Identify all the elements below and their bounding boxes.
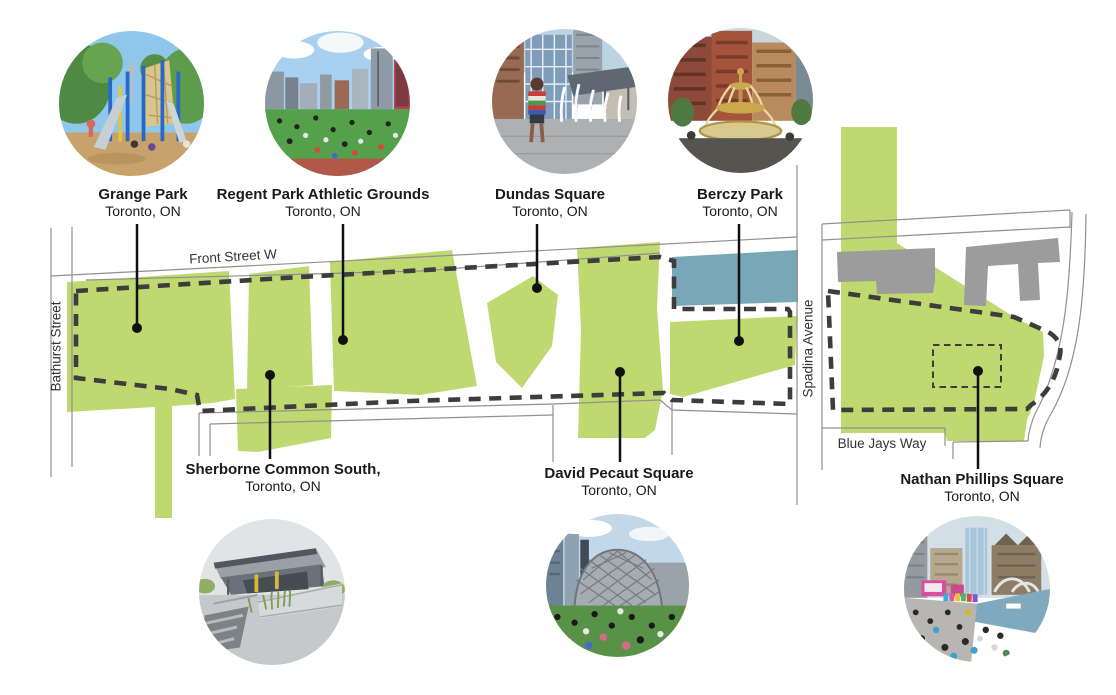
parcel-dundas	[487, 276, 558, 388]
street-bluejays-line-2	[952, 440, 1029, 459]
dot-pecaut	[615, 367, 625, 377]
dot-grange	[132, 323, 142, 333]
label-sherborne-common: Sherborne Common South, Toronto, ON	[186, 461, 381, 494]
park-city: Toronto, ON	[105, 203, 181, 219]
park-name: David Pecaut Square	[544, 465, 694, 482]
berczy-park-image	[668, 28, 813, 173]
street-south-line-2	[209, 414, 554, 425]
dot-regent	[338, 335, 348, 345]
street-label-bathurst: Bathurst Street	[48, 301, 64, 392]
dot-berczy	[734, 336, 744, 346]
park-name: Nathan Phillips Square	[900, 471, 1064, 488]
parcel-north-strip	[841, 127, 897, 243]
park-name: Dundas Square	[494, 186, 606, 203]
building-footprint-west	[837, 248, 935, 294]
park-city: Toronto, ON	[702, 203, 778, 219]
label-david-pecaut: David Pecaut Square Toronto, ON	[544, 465, 693, 498]
street-label-blue-jays: Blue Jays Way	[837, 436, 927, 451]
street-front-upper-line	[50, 236, 798, 277]
david-pecaut-image	[546, 514, 689, 657]
street-lines	[50, 165, 1087, 505]
park-city: Toronto, ON	[285, 203, 361, 219]
parcel-2-lobe	[236, 385, 332, 452]
dot-nathan	[973, 366, 983, 376]
photo-berczy-park	[668, 28, 813, 173]
regent-park-image	[265, 31, 410, 176]
park-city: Toronto, ON	[944, 488, 1020, 504]
street-bluejays-line-1	[822, 427, 946, 446]
street-east-curve-1	[1027, 211, 1073, 442]
parcel-2	[247, 266, 313, 390]
street-east-curve-2	[1039, 213, 1087, 449]
label-nathan-phillips: Nathan Phillips Square Toronto, ON	[900, 471, 1063, 504]
street-south-line-1	[198, 399, 798, 415]
photo-dundas-square	[492, 29, 637, 174]
park-name: Berczy Park	[697, 186, 783, 203]
nathan-phillips-image	[904, 516, 1050, 662]
photo-nathan-phillips	[904, 516, 1050, 662]
callout-lines	[135, 224, 980, 469]
water-blue-parcel	[672, 250, 798, 306]
parcel-3	[330, 250, 477, 395]
park-city: Toronto, ON	[581, 482, 657, 498]
dot-dundas	[532, 283, 542, 293]
street-front-east-upper-line	[821, 209, 1071, 225]
boundary-west-section	[73, 254, 793, 414]
dundas-square-image	[492, 29, 637, 174]
parcel-center-block	[577, 242, 663, 438]
building-footprints	[837, 238, 1060, 306]
street-front-lower-line	[85, 252, 661, 281]
park-area-polygons	[67, 127, 1044, 518]
callout-dots	[132, 283, 983, 380]
parcel-west-block	[67, 271, 235, 412]
photo-grange-park	[59, 31, 204, 176]
toronto-sign	[943, 593, 978, 603]
boundary-east-section	[825, 288, 1063, 413]
label-grange-park: Grange Park Toronto, ON	[98, 186, 187, 219]
study-area-boundaries	[73, 254, 1063, 414]
label-regent-park: Regent Park Athletic Grounds Toronto, ON	[217, 186, 430, 219]
future-site-dashed-rect	[932, 344, 1002, 388]
label-berczy-park: Berczy Park Toronto, ON	[697, 186, 783, 219]
street-label-spadina: Spadina Avenue	[800, 299, 816, 398]
dot-sherborne	[265, 370, 275, 380]
street-front-east-lower-line	[821, 226, 1071, 241]
building-footprint-east	[964, 238, 1060, 306]
park-city: Toronto, ON	[245, 478, 321, 494]
photo-david-pecaut	[546, 514, 689, 657]
park-name: Sherborne Common South,	[185, 461, 381, 478]
photo-sherborne-common	[199, 519, 345, 665]
park-city: Toronto, ON	[512, 203, 588, 219]
sherborne-common-image	[199, 519, 345, 665]
parcel-west-strip	[155, 406, 172, 518]
parcel-berczy-block	[670, 316, 797, 397]
photo-regent-park	[265, 31, 410, 176]
park-name: Grange Park	[98, 186, 188, 203]
grange-park-image	[59, 31, 204, 176]
label-dundas-square: Dundas Square Toronto, ON	[495, 186, 605, 219]
park-name: Regent Park Athletic Grounds	[216, 186, 430, 203]
